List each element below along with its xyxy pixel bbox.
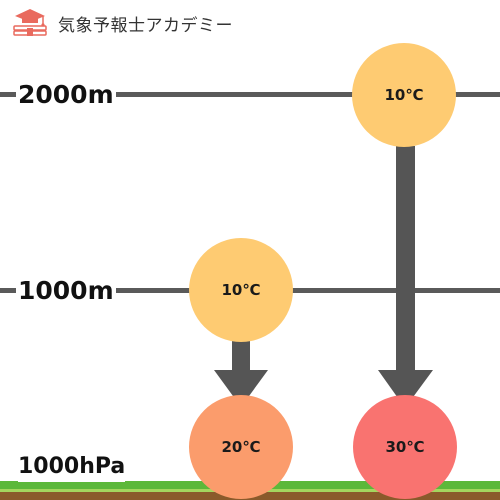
level-label-surface: 1000hPa xyxy=(18,452,126,482)
level-label-1000m: 1000m xyxy=(16,276,116,306)
altitude-line-2000m xyxy=(0,92,500,97)
parcel-right-bottom-temperature: 30℃ xyxy=(385,438,425,456)
brand-header: 気象予報士アカデミー xyxy=(10,6,233,40)
left-descent-arrow xyxy=(214,340,268,407)
right-descent-arrow xyxy=(378,146,433,408)
level-label-2000m: 2000m xyxy=(16,80,116,110)
parcel-right-top-temperature: 10℃ xyxy=(384,86,424,104)
parcel-left-bottom: 20℃ xyxy=(189,395,293,499)
graduation-cap-book-logo-icon xyxy=(13,9,47,36)
parcel-left-top: 10℃ xyxy=(189,238,293,342)
parcel-right-top: 10℃ xyxy=(352,43,456,147)
brand-name: 気象予報士アカデミー xyxy=(58,15,233,36)
parcel-left-bottom-temperature: 20℃ xyxy=(221,438,261,456)
parcel-right-bottom: 30℃ xyxy=(353,395,457,499)
parcel-left-top-temperature: 10℃ xyxy=(221,281,261,299)
